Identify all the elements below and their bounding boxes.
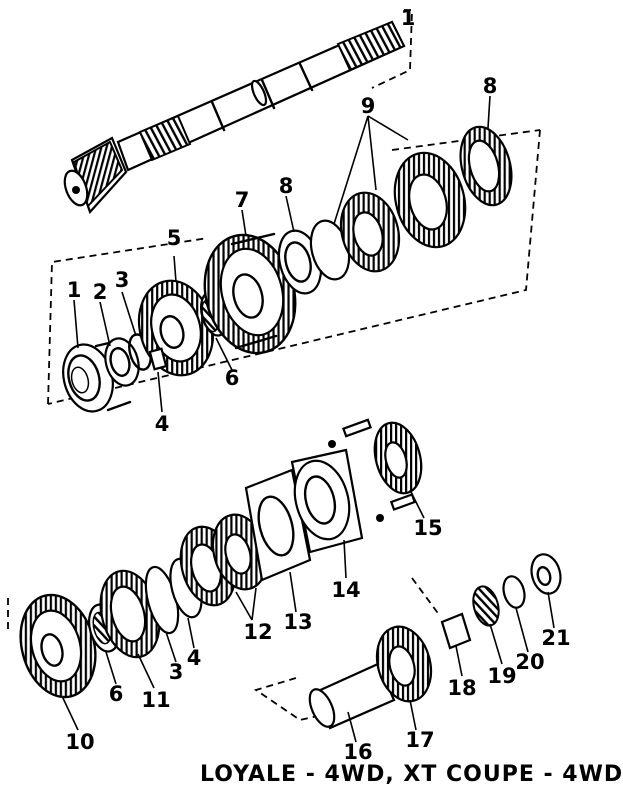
callout-6-lower: 6: [109, 682, 124, 706]
callout-7: 7: [235, 188, 250, 212]
callout-8-mid: 8: [279, 174, 294, 198]
callout-3-lower: 3: [169, 660, 184, 684]
callout-2: 2: [93, 280, 108, 304]
model-caption: LOYALE - 4WD, XT COUPE - 4WD: [200, 762, 623, 787]
collar: [440, 612, 472, 650]
lock-washer: [502, 575, 526, 609]
callout-13: 13: [283, 610, 312, 634]
callout-5: 5: [167, 226, 182, 250]
coupling-sleeve-set: [309, 151, 467, 281]
callout-1-bearing: 1: [67, 278, 82, 302]
idler-shaft: [308, 662, 396, 730]
bolt: [342, 418, 417, 511]
exploded-parts-diagram: 1 1 2 3 4 5 6 7 8 9 8 10 6 11 3 4 12 13 …: [7, 6, 571, 764]
ball-bearing: [62, 338, 132, 413]
pilot-bearing: [472, 585, 500, 627]
synchro-ring-top: [459, 125, 513, 207]
callout-3-upper: 3: [115, 268, 130, 292]
callout-15: 15: [413, 516, 442, 540]
lock-nut: [530, 553, 562, 595]
callout-9: 9: [361, 94, 376, 118]
callout-6-upper: 6: [225, 366, 240, 390]
upper-assembly-boundary: [47, 129, 541, 405]
main-shaft: [63, 20, 406, 215]
counter-gear: [19, 593, 97, 699]
idler-gear: [373, 421, 423, 495]
callout-12: 12: [243, 620, 272, 644]
leader-lines: [61, 95, 555, 743]
callout-21: 21: [541, 626, 570, 650]
callout-11: 11: [141, 688, 170, 712]
callout-14: 14: [331, 578, 360, 602]
reverse-gear: [375, 625, 433, 703]
callout-19: 19: [487, 664, 516, 688]
bearing-retainer: [290, 440, 384, 554]
callout-1-main-shaft: 1: [401, 6, 416, 30]
callout-16: 16: [343, 740, 372, 764]
callout-17: 17: [405, 728, 434, 752]
shifting-key: [148, 347, 168, 371]
callout-4-lower: 4: [187, 646, 202, 670]
callout-10: 10: [65, 730, 94, 754]
callout-4-upper: 4: [155, 412, 170, 436]
callout-8-top: 8: [483, 74, 498, 98]
third-gear: [203, 232, 297, 355]
callout-20: 20: [515, 650, 544, 674]
callout-18: 18: [447, 676, 476, 700]
